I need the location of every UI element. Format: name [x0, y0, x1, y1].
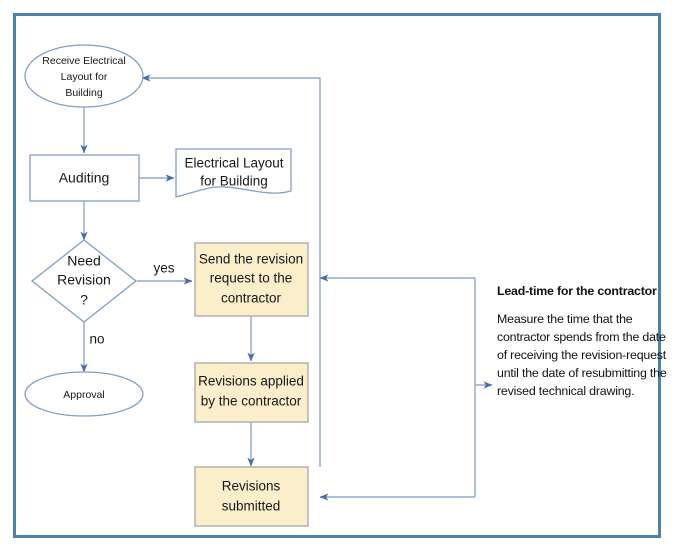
- node-revisions-applied-box[interactable]: [194, 362, 309, 423]
- node-revisions-applied-label-line2: by the contractor: [201, 394, 302, 409]
- node-send-request-label-line2: request to the: [210, 271, 293, 286]
- lead-time-annotation: Lead-time for the contractor Measure the…: [497, 284, 669, 401]
- node-document-shape[interactable]: [175, 148, 292, 198]
- node-revisions-submitted-label-line2: submitted: [222, 499, 281, 514]
- node-approval-label: Approval: [63, 389, 104, 401]
- lead-time-heading: Lead-time for the contractor: [497, 284, 657, 298]
- node-start-label-line1: Receive Electrical: [42, 55, 125, 67]
- edge-label-no: no: [89, 332, 104, 347]
- node-revisions-submitted-label-line1: Revisions: [222, 479, 281, 494]
- node-auditing-box[interactable]: [29, 154, 140, 202]
- node-start-ellipse[interactable]: [24, 44, 144, 108]
- node-document-label-line2: for Building: [200, 174, 268, 189]
- node-decision-label-line3: ?: [80, 292, 88, 308]
- node-start-label-line3: Building: [65, 87, 103, 99]
- node-approval-ellipse[interactable]: [24, 371, 144, 417]
- lead-time-body: Measure the time that the contractor spe…: [497, 312, 667, 398]
- edge-label-yes: yes: [153, 261, 174, 276]
- node-document-label-line1: Electrical Layout: [184, 156, 283, 171]
- node-revisions-submitted-box[interactable]: [194, 466, 309, 527]
- node-start-label-line2: Layout for: [61, 71, 108, 83]
- node-decision-label-line1: Need: [67, 253, 100, 269]
- connector-revisions-submitted-to-start: [141, 74, 321, 467]
- node-send-request-box[interactable]: [194, 242, 309, 317]
- node-auditing-label: Auditing: [59, 170, 110, 186]
- node-send-request-label-line1: Send the revision: [199, 252, 303, 267]
- node-decision-diamond[interactable]: [30, 239, 138, 323]
- node-decision-label-line2: Revision: [57, 272, 111, 288]
- node-send-request-label-line3: contractor: [221, 291, 282, 306]
- node-revisions-applied-label-line1: Revisions applied: [198, 374, 304, 389]
